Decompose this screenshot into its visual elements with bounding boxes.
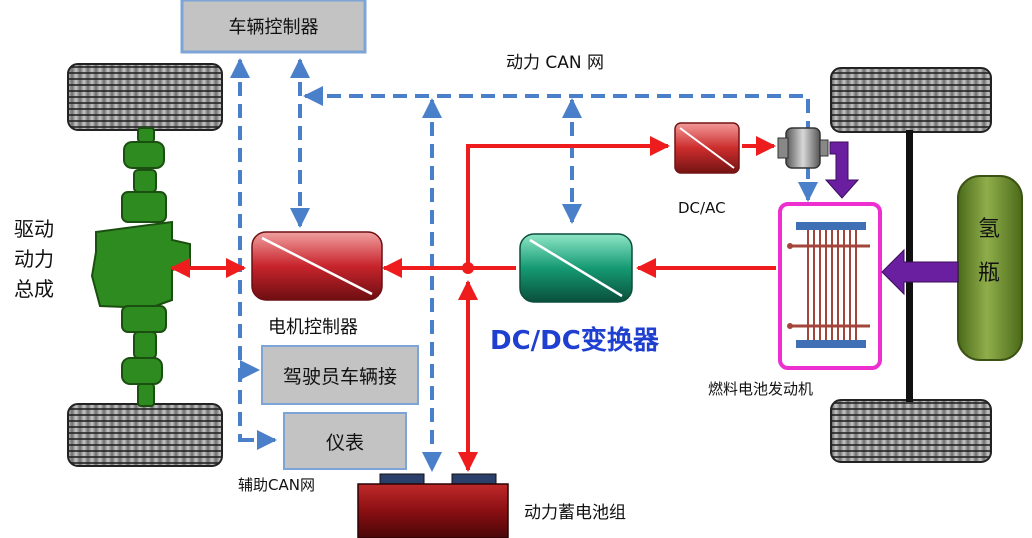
hydrogen-feed-arrow [881,248,959,296]
driver-interface-label: 驾驶员车辆接 [282,365,397,388]
fuel-cell-engine-label: 燃料电池发动机 [708,380,814,398]
instrument-box [283,412,407,470]
power-can-label: 动力 CAN 网 [506,53,605,73]
fuel-cell-stack-icon [778,202,882,370]
battery-pack-icon [357,473,509,538]
dcdc-converter-label: DC/DC变换器 [490,326,659,356]
hydrogen-tank-line-2: 瓶 [978,261,1001,286]
drive-assembly-line-1: 驱动 [14,217,54,241]
battery-pack-label: 动力蓄电池组 [524,503,626,523]
aux-can-label: 辅助CAN网 [238,476,315,494]
dcac-block [674,122,740,174]
instrument-label: 仪表 [325,431,364,454]
motor-controller-label: 电机控制器 [268,317,358,338]
vehicle-controller-box [180,0,367,54]
drive-assembly-line-3: 总成 [14,277,54,301]
dcdc-converter-block [519,233,633,303]
motor-controller-block [251,231,383,301]
air-intake-arrow [824,141,860,199]
tire-icon [67,403,223,467]
hydrogen-tank-label: 氢 瓶 [978,208,1000,296]
power-junction [462,262,474,274]
tire-icon [830,67,992,133]
hydrogen-tank-line-1: 氢 [978,217,1001,242]
dcac-label: DC/AC [678,199,726,217]
vehicle-controller-label: 车辆控制器 [228,17,319,38]
power-lines [170,136,776,472]
drive-assembly-icon [90,127,191,407]
driver-interface-box [261,345,419,405]
drive-assembly-label: 驱动 动力 总成 [14,214,54,304]
compressor-icon [777,127,829,169]
drive-assembly-line-2: 动力 [14,247,54,271]
tire-icon [830,399,992,463]
tire-icon [67,63,223,131]
